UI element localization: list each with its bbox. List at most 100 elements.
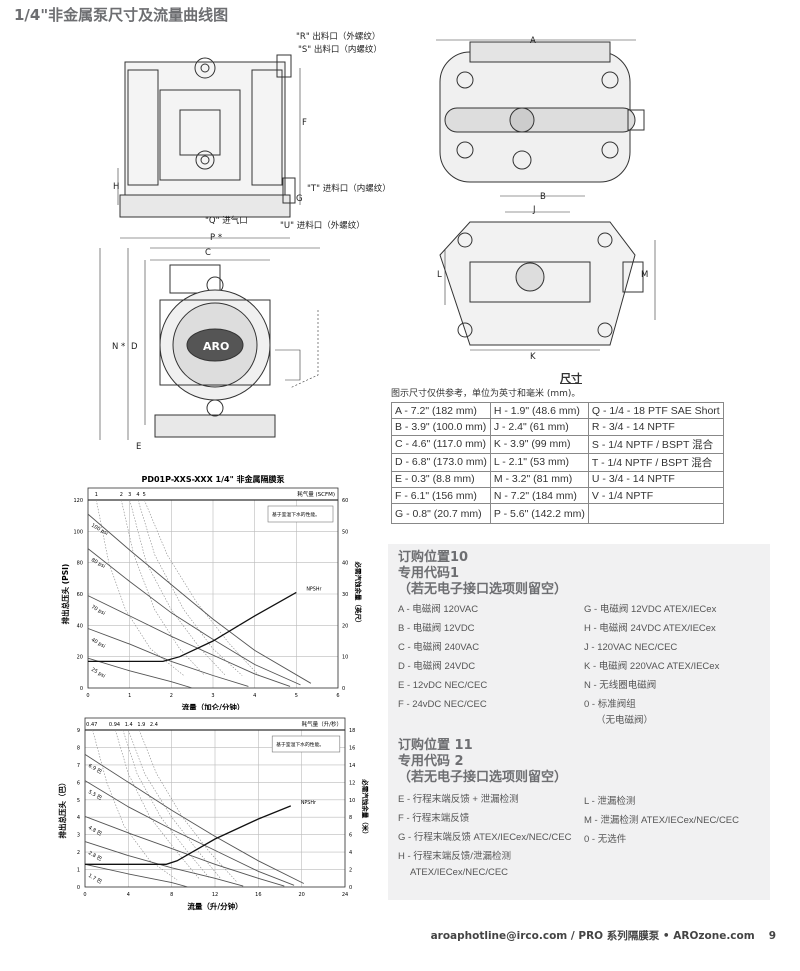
pressure-curve-label: 100 psi	[90, 523, 109, 537]
y2-tick-label: 20	[342, 623, 348, 629]
dim-c-label: C	[205, 248, 211, 258]
option-item: H - 行程末端反馈/泄漏检测	[398, 851, 511, 862]
dim-d-label: D	[131, 342, 138, 352]
y-tick-label: 1	[77, 868, 80, 874]
table-cell: D - 6.8" (173.0 mm)	[391, 452, 491, 472]
order10-subheading: 专用代码1	[398, 566, 460, 581]
option-item: D - 电磁阀 24VDC	[398, 661, 476, 672]
y-axis-label: 排出总压头（巴）	[57, 779, 67, 839]
x-tick-label: 0	[86, 693, 89, 699]
npshr-label: NPSHr	[306, 586, 321, 592]
dim-j-label: J	[533, 205, 536, 215]
air-consumption-label: 耗气量 (SCFM)	[297, 490, 335, 498]
table-row: B - 3.9" (100.0 mm)J - 2.4" (61 mm)R - 3…	[391, 418, 724, 436]
aro-logo: ARO	[203, 340, 229, 353]
table-cell: G - 0.8" (20.7 mm)	[391, 503, 491, 525]
table-cell: F - 6.1" (156 mm)	[391, 486, 491, 505]
option-item: N - 无线圈电磁阀	[584, 680, 657, 691]
air-consumption-curve	[122, 729, 210, 879]
page-number: 9	[768, 930, 776, 942]
pressure-curve-label: 70 psi	[90, 604, 106, 617]
x-axis-label: 流量（升/分钟）	[187, 901, 242, 911]
pressure-curve	[87, 595, 291, 687]
dim-l-label: L	[437, 270, 442, 280]
dim-p-label: P *	[210, 233, 223, 243]
air-curve-label: 5	[143, 492, 146, 498]
plot-frame	[84, 717, 346, 888]
note-text: 基于室温下水的性能。	[276, 741, 324, 748]
y2-tick-label: 16	[349, 745, 355, 751]
npshr-curve	[85, 805, 292, 865]
note-box	[271, 735, 341, 753]
x-axis-label: 流量（加仑/分钟）	[182, 702, 245, 710]
dim-a-label: A	[530, 36, 536, 46]
table-cell: U - 3/4 - 14 NPTF	[587, 470, 724, 488]
top-view-drawing	[436, 39, 645, 197]
y2-tick-label: 14	[349, 763, 355, 769]
y-tick-label: 7	[77, 763, 80, 769]
y2-tick-label: 12	[349, 780, 355, 786]
y2-tick-label: 50	[342, 529, 348, 535]
air-consumption-curve	[115, 729, 200, 879]
y-tick-label: 8	[77, 745, 80, 751]
r-outlet-label: "R" 出料口（外螺纹）	[296, 32, 381, 42]
pressure-curve-label: 80 psi	[90, 557, 106, 570]
air-consumption-curve	[129, 499, 226, 676]
dim-g-label: G	[296, 194, 303, 204]
x-tick-label: 20	[298, 892, 304, 898]
option-item: B - 电磁阀 12VDC	[398, 623, 475, 634]
x-tick-label: 3	[211, 693, 214, 699]
table-cell: B - 3.9" (100.0 mm)	[391, 418, 491, 436]
option-item: E - 12vDC NEC/CEC	[398, 680, 488, 691]
pressure-curve-label: 40 psi	[90, 637, 106, 650]
ordering-options-panel: 订购位置10 专用代码1 （若无电子接口选项则留空） A - 电磁阀 120VA…	[388, 544, 770, 900]
table-cell: C - 4.6" (117.0 mm)	[391, 434, 491, 454]
y2-tick-label: 40	[342, 561, 348, 567]
y-tick-label: 6	[77, 780, 80, 786]
pressure-curve	[84, 815, 285, 887]
x-tick-label: 24	[342, 892, 348, 898]
dim-m-label: M	[641, 270, 649, 280]
air-curve-label: 4	[136, 492, 139, 498]
dim-k-label: K	[530, 352, 536, 362]
option-item: F - 行程末端反馈	[398, 813, 470, 824]
x-tick-label: 2	[170, 693, 173, 699]
table-cell: M - 3.2" (81 mm)	[489, 470, 589, 488]
s-outlet-label: "S" 出料口（内螺纹）	[298, 45, 382, 55]
x-tick-label: 1	[128, 693, 131, 699]
y2-tick-label: 6	[349, 833, 352, 839]
npshr-label: NPSHr	[301, 800, 316, 806]
note-box	[267, 505, 334, 523]
table-cell: J - 2.4" (61 mm)	[489, 418, 589, 436]
option-item: F - 24vDC NEC/CEC	[398, 699, 487, 710]
option-item: A - 电磁阀 120VAC	[398, 604, 479, 615]
air-consumption-curve	[128, 729, 221, 879]
order10-heading: 订购位置10	[398, 550, 469, 565]
air-curve-label: 0.47	[86, 722, 97, 728]
air-curve-label: 1	[95, 492, 98, 498]
npshr-curve	[88, 591, 297, 663]
table-row: D - 6.8" (173.0 mm)L - 2.1" (53 mm)T - 1…	[391, 452, 724, 472]
y-axis-label: 排出总压头 (PSI)	[60, 564, 70, 625]
bottom-view-drawing	[439, 211, 656, 351]
t-inlet-label: "T" 进料口（内螺纹）	[307, 184, 391, 194]
y2-tick-label: 18	[349, 728, 355, 734]
y2-tick-label: 8	[349, 815, 352, 821]
option-item: ATEX/IECex/NEC/CEC	[410, 867, 509, 878]
x-tick-label: 16	[255, 892, 261, 898]
footer-text: aroaphotline@irco.com / PRO 系列隔膜泵 • AROz…	[430, 930, 755, 942]
air-curve-label: 0.94	[109, 722, 120, 728]
table-row: G - 0.8" (20.7 mm)P - 5.6" (142.2 mm)	[391, 503, 724, 525]
order11-heading: 订购位置 11	[398, 738, 473, 753]
table-cell	[587, 503, 724, 525]
side-view-drawing: ARO	[99, 247, 320, 440]
table-cell: E - 0.3" (8.8 mm)	[391, 470, 491, 488]
y-tick-label: 60	[77, 592, 83, 598]
y2-tick-label: 0	[349, 885, 352, 891]
pressure-curve	[87, 548, 301, 686]
chart-title: PD01P-XXS-XXX 1/4" 非金属隔膜泵	[141, 474, 284, 484]
y-tick-label: 100	[73, 529, 83, 535]
order11-subheading: 专用代码 2	[398, 754, 464, 769]
